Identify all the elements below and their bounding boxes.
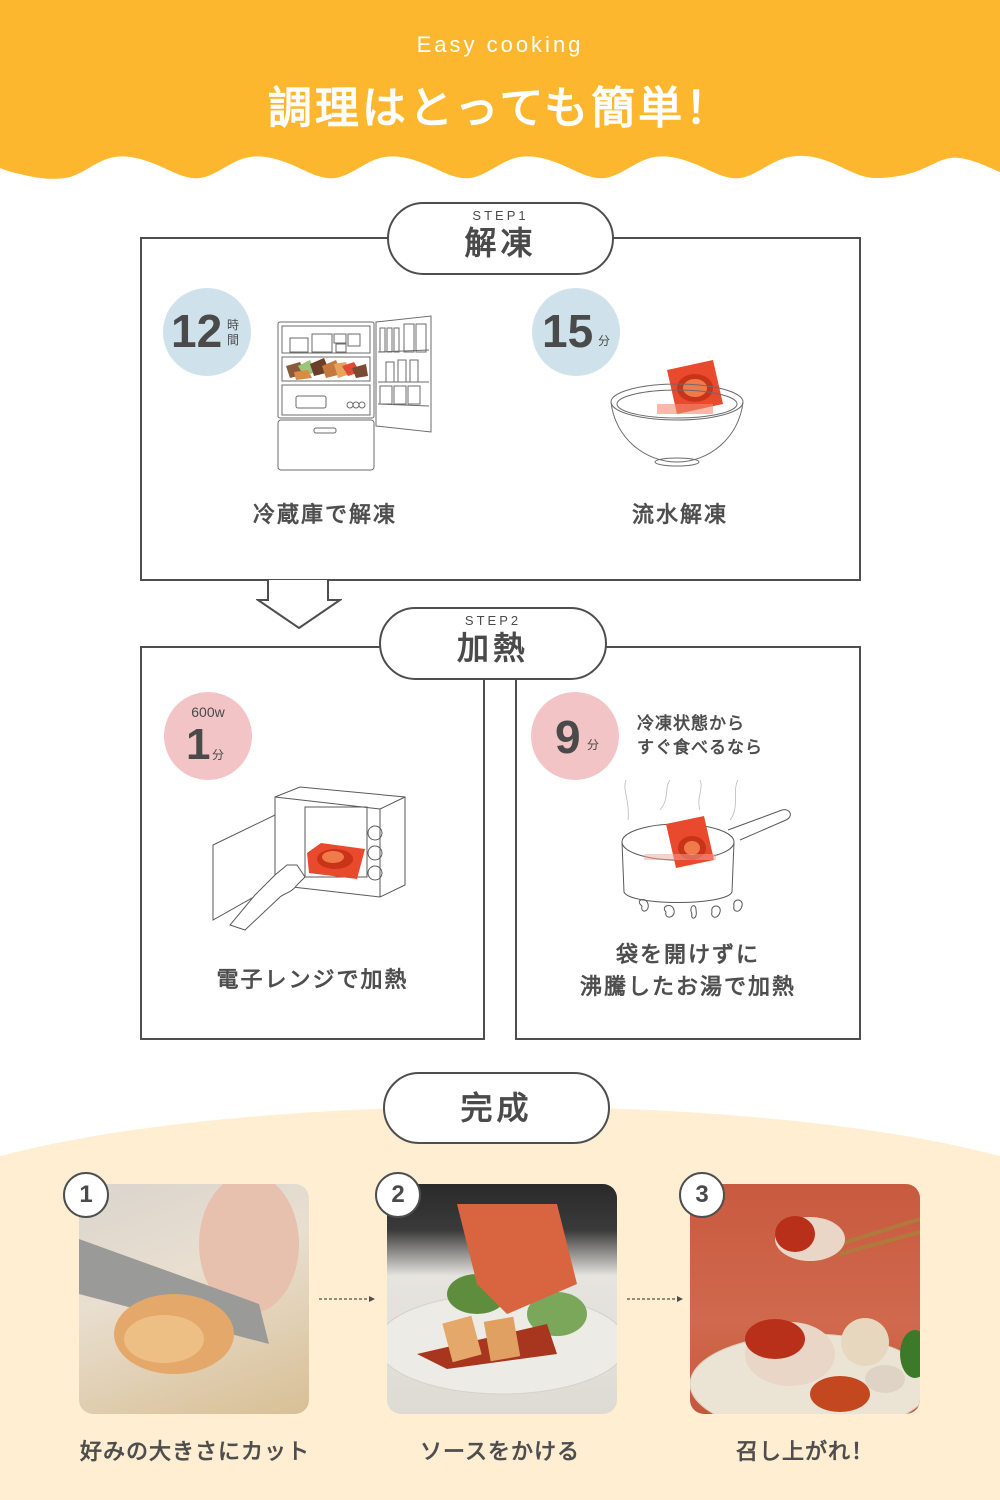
dotted-arrow-icon <box>627 1296 683 1302</box>
step2-step-label: STEP2 <box>464 613 522 628</box>
cutting-chicken-photo <box>79 1184 309 1414</box>
step1-badge-fridge: 12 時 間 <box>163 288 251 376</box>
dotted-arrow-icon <box>319 1296 375 1302</box>
pouring-sauce-photo <box>387 1184 617 1414</box>
step1-title: 解凍 <box>464 224 537 262</box>
header-title: 調理はとっても簡単！ <box>267 83 733 134</box>
step2-boil-caption: 袋を開けずに 沸騰したお湯で加熱 <box>525 940 851 1004</box>
finish-caption-3: 召し上がれ！ <box>735 1440 874 1465</box>
step-number-3: 3 <box>679 1172 725 1218</box>
step2-microwave-caption: 電子レンジで加熱 <box>216 968 409 993</box>
served-chicken-photo <box>690 1184 920 1414</box>
page-header: Easy cooking 調理はとっても簡単！ <box>0 0 1000 182</box>
wavy-header-background <box>0 0 1000 179</box>
badge-number: 1 <box>186 720 211 769</box>
boiling-pot-illustration <box>621 780 791 919</box>
badge-number: 12 <box>171 305 223 357</box>
badge-number: 9 <box>555 711 581 763</box>
finish-label-pill: 完成 <box>383 1072 610 1144</box>
step-number-1: 1 <box>63 1172 109 1218</box>
finish-title: 完成 <box>460 1089 533 1127</box>
finish-caption-1: 好みの大きさにカット <box>79 1440 310 1465</box>
note-line: すぐ食べるなら <box>637 738 763 758</box>
badge-wattage: 600w <box>191 704 225 720</box>
step1-step-label: STEP1 <box>472 208 529 223</box>
step2-badge-boil: 9 分 <box>531 692 619 780</box>
refrigerator-illustration <box>277 315 432 471</box>
down-arrow-icon <box>256 580 342 630</box>
step2-boil-note: 冷凍状態から すぐ食べるなら <box>637 712 763 760</box>
caption-line: 袋を開けずに <box>615 943 760 968</box>
step1-label-pill: STEP1 解凍 <box>387 202 614 275</box>
step1-badge-water: 15 分 <box>532 288 620 376</box>
step-number-2: 2 <box>375 1172 421 1218</box>
badge-number: 15 <box>542 305 594 357</box>
step1-fridge-caption: 冷蔵庫で解凍 <box>252 503 397 528</box>
badge-unit: 分 <box>587 738 600 752</box>
step2-badge-microwave: 600w 1 分 <box>164 692 252 780</box>
step1-box <box>140 237 861 581</box>
note-line: 冷凍状態から <box>637 714 745 734</box>
step2-label-pill: STEP2 加熱 <box>379 607 607 680</box>
finish-caption-2: ソースをかける <box>420 1440 580 1465</box>
step2-title: 加熱 <box>456 629 529 667</box>
badge-unit: 分 <box>598 334 611 348</box>
microwave-illustration <box>212 786 406 931</box>
step1-water-caption: 流水解凍 <box>631 503 728 528</box>
badge-unit: 間 <box>227 333 240 347</box>
header-subtitle: Easy cooking <box>416 32 584 57</box>
bowl-running-water-illustration <box>610 360 744 467</box>
badge-unit: 分 <box>212 748 225 762</box>
caption-line: 沸騰したお湯で加熱 <box>579 975 796 1000</box>
badge-unit: 時 <box>227 318 240 332</box>
